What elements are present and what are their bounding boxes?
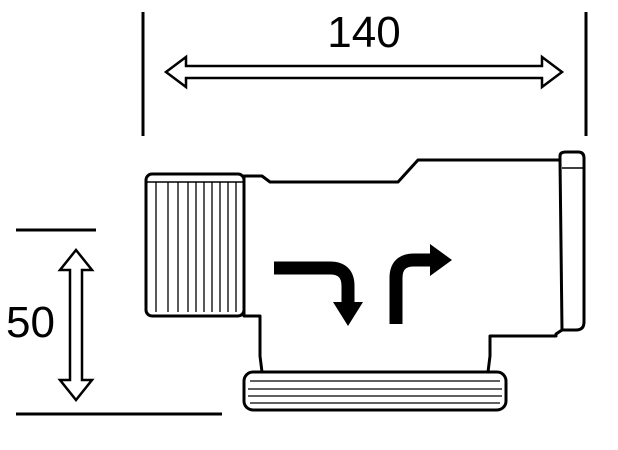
height-dimension: 50 xyxy=(6,228,222,416)
width-arrow xyxy=(163,54,565,90)
width-label: 140 xyxy=(327,8,400,57)
inlet-thread-lines xyxy=(146,181,244,312)
threaded-inlet xyxy=(144,172,246,318)
arrow-turn-up-right-icon xyxy=(389,244,452,324)
height-label: 50 xyxy=(6,298,55,347)
width-dimension: 140 xyxy=(141,8,588,136)
threaded-outlet xyxy=(242,370,508,412)
right-end-cap xyxy=(558,150,586,332)
height-arrow xyxy=(57,247,95,403)
arrow-turn-down-icon xyxy=(274,261,363,326)
outlet-thread-lines xyxy=(248,380,502,404)
